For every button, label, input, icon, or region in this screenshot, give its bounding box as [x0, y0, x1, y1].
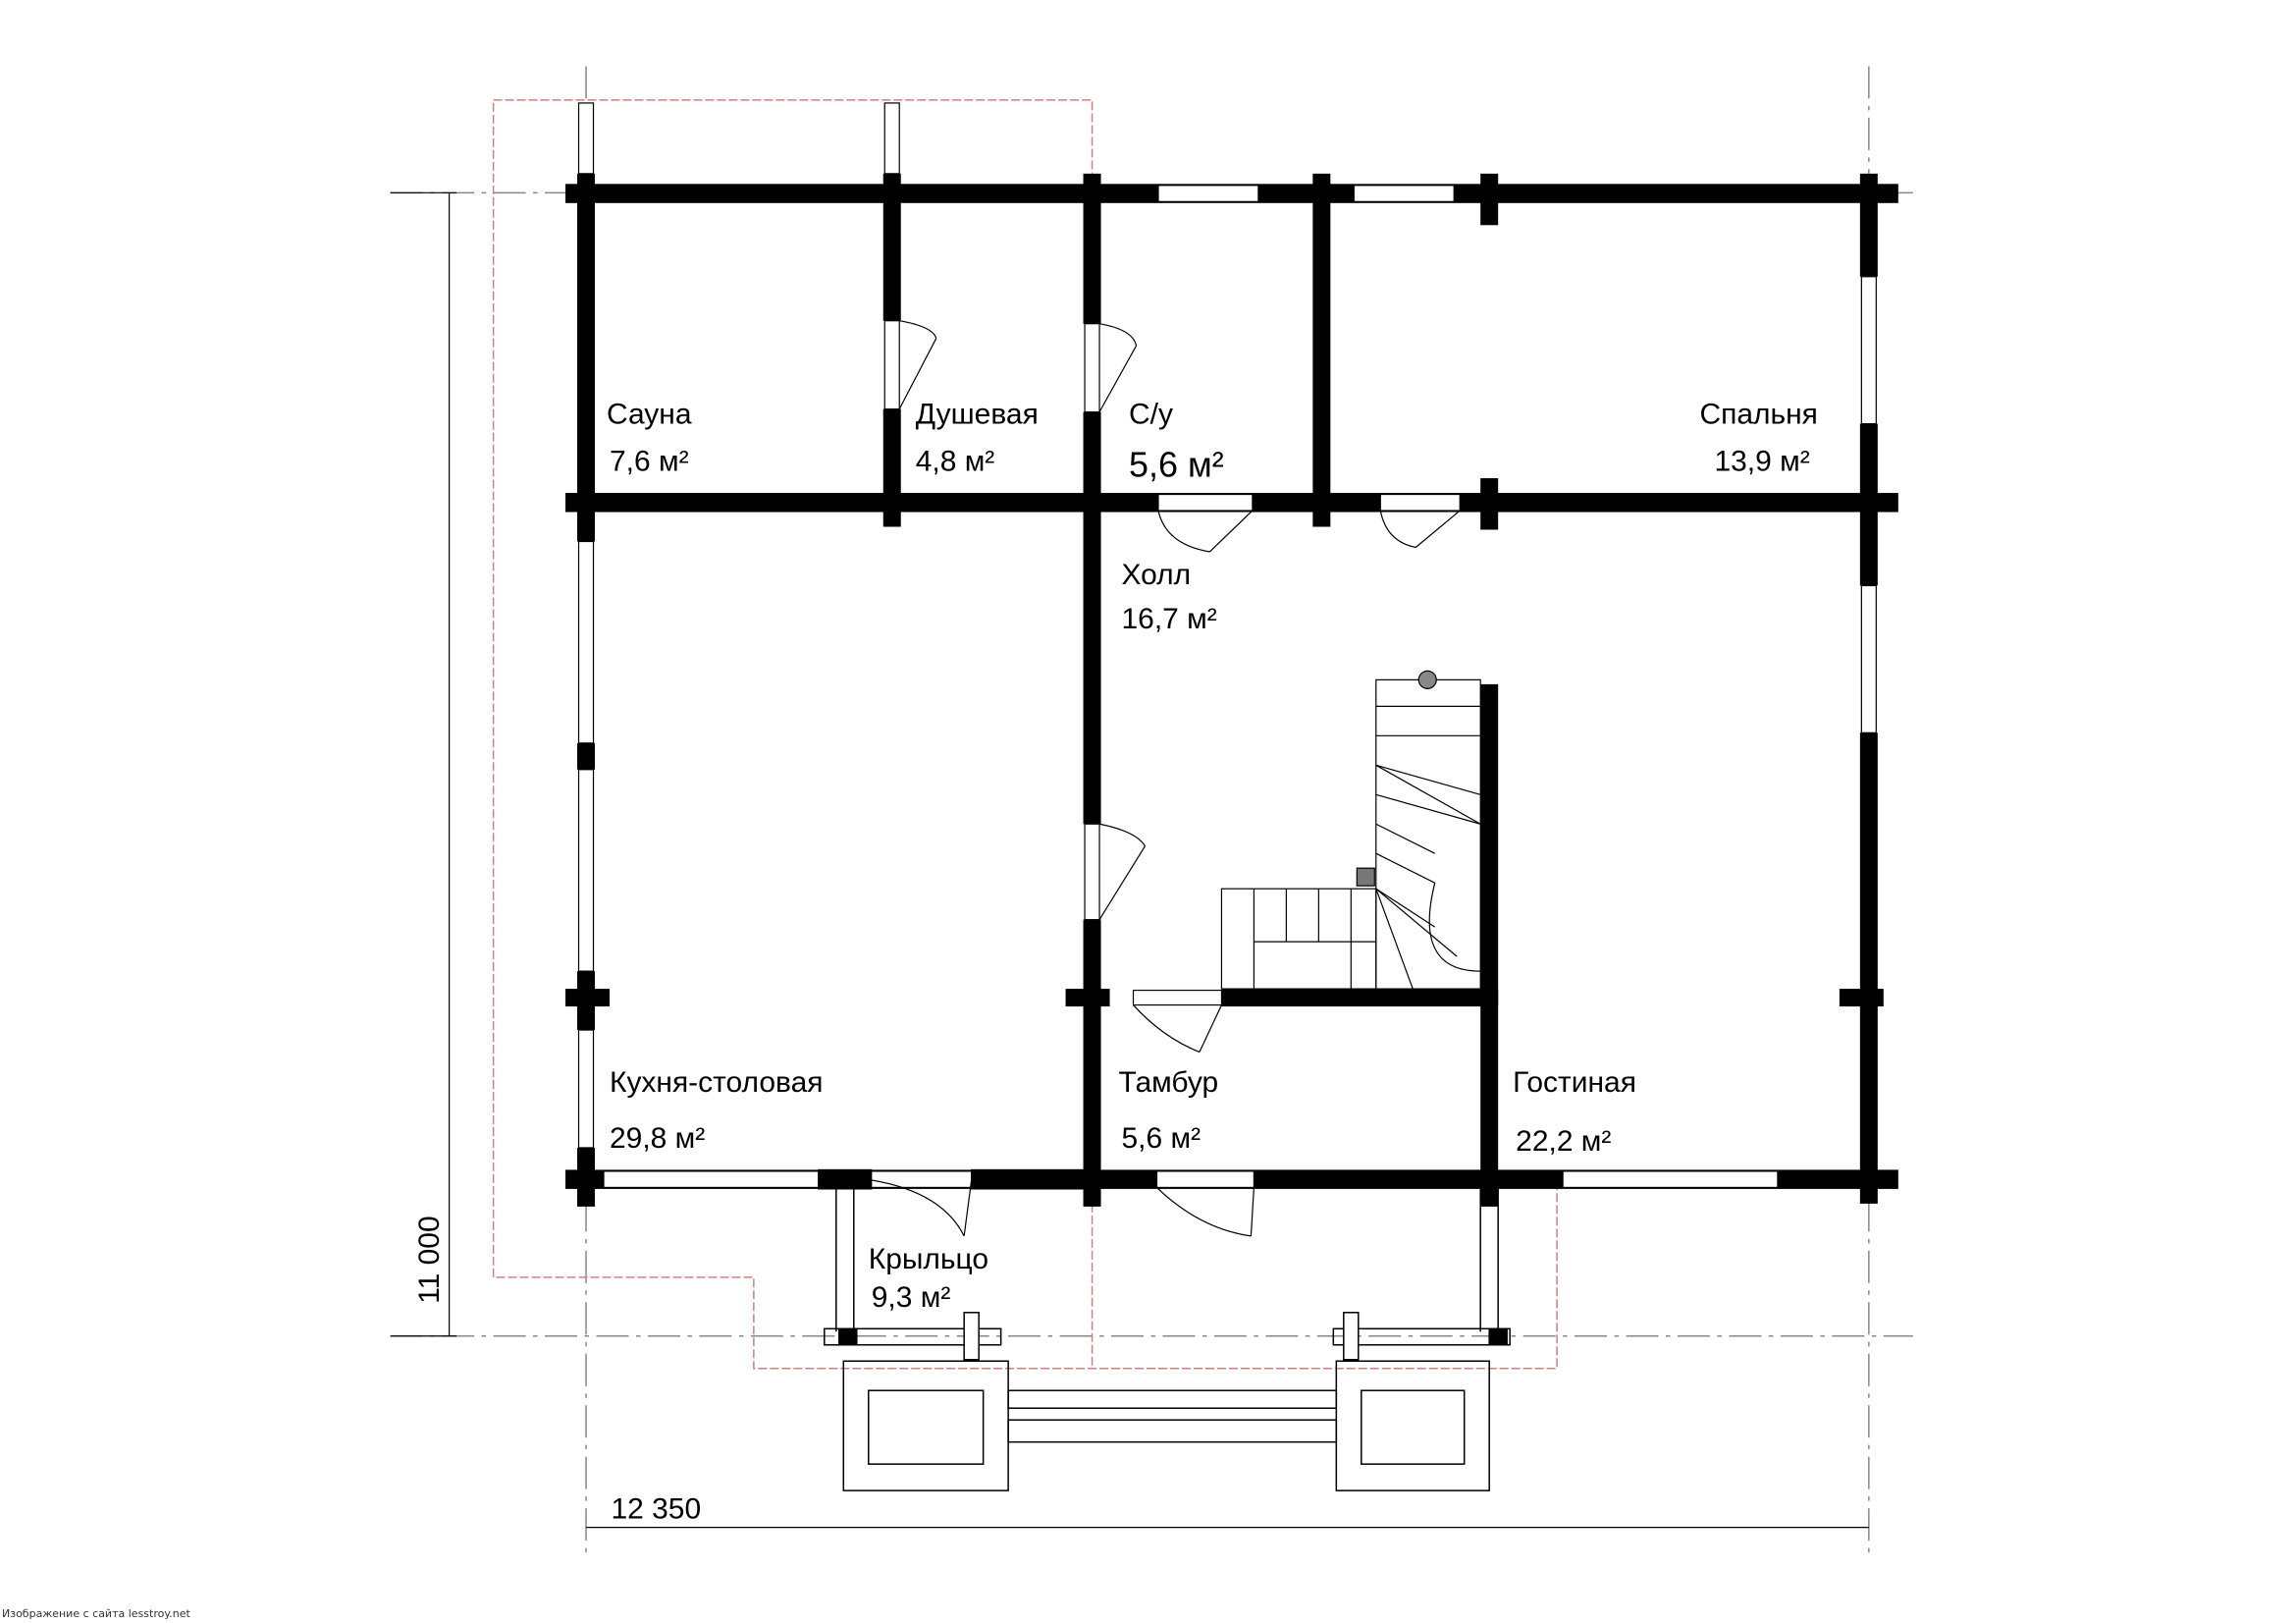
room-name-bedroom: Спальня [1699, 399, 1817, 431]
room-name-kitchen: Кухня-столовая [610, 1066, 824, 1099]
axis-lines [390, 66, 1913, 1560]
dimension-width: 12 350 [611, 1493, 701, 1526]
room-area-hall: 16,7 м² [1122, 603, 1217, 635]
room-name-porch: Крыльцо [869, 1243, 988, 1275]
room-area-vestibule: 5,6 м² [1122, 1122, 1201, 1155]
dimension-height: 11 000 [413, 1216, 446, 1303]
room-name-sauna: Сауна [607, 399, 692, 431]
room-name-hall: Холл [1122, 559, 1192, 591]
porch [824, 1188, 1511, 1491]
room-area-sauna: 7,6 м² [610, 446, 689, 478]
doors [818, 320, 1461, 1237]
room-area-living: 22,2 м² [1516, 1125, 1611, 1158]
room-area-shower: 4,8 м² [916, 446, 995, 478]
windows [577, 102, 1877, 1189]
image-credit: Изображение с сайта lesstroy.net [2, 1607, 190, 1620]
room-name-vestibule: Тамбур [1119, 1066, 1219, 1099]
room-name-shower: Душевая [916, 399, 1039, 431]
staircase [1220, 670, 1481, 990]
room-area-wc: 5,6 м² [1129, 445, 1224, 485]
walls [565, 173, 1898, 1207]
room-name-wc: С/у [1129, 399, 1173, 431]
room-labels: Сауна 7,6 м² Душевая 4,8 м² С/у 5,6 м² С… [607, 399, 1818, 1314]
room-area-kitchen: 29,8 м² [610, 1122, 705, 1155]
terrace-outline [492, 99, 1558, 1370]
room-area-bedroom: 13,9 м² [1714, 446, 1809, 478]
room-area-porch: 9,3 м² [872, 1281, 951, 1314]
room-name-living: Гостиная [1513, 1066, 1636, 1099]
dimension-lines [390, 191, 1869, 1529]
